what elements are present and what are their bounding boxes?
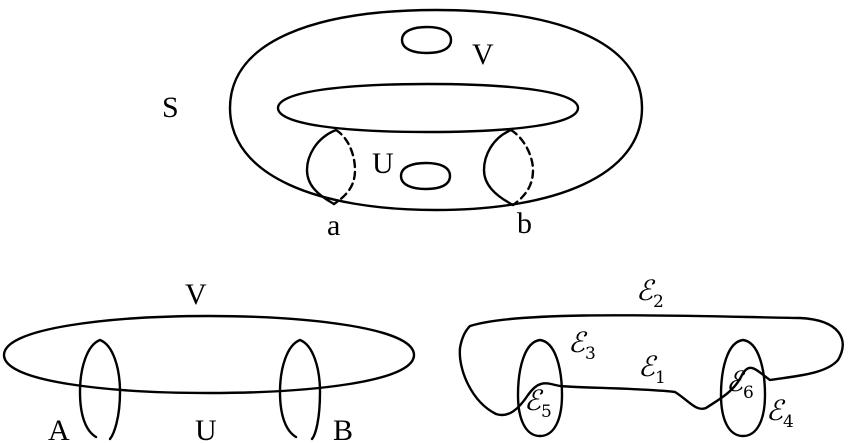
label-E1: ℰ1 <box>638 350 666 388</box>
label-U-top: U <box>372 147 394 180</box>
curve-b-dashed <box>509 128 535 207</box>
label-a: a <box>327 209 340 242</box>
torus-panel: S V U a b <box>162 8 644 242</box>
label-U-bottom: U <box>195 414 217 443</box>
label-V-bottom: V <box>185 278 207 311</box>
cut-panel: V A U B <box>2 278 416 443</box>
label-S: S <box>162 91 179 124</box>
curve-a-dashed <box>332 128 357 206</box>
label-b: b <box>517 207 532 240</box>
cut-ellipse <box>2 314 416 395</box>
torus-outer-boundary <box>228 8 644 212</box>
region-loop-left <box>516 338 564 438</box>
label-E5: ℰ5 <box>524 384 552 422</box>
curve-b-solid <box>482 128 515 207</box>
label-E3: ℰ3 <box>568 326 596 364</box>
handle-small-bottom <box>399 161 452 191</box>
label-V-top: V <box>472 38 494 71</box>
label-E6: ℰ6 <box>726 365 754 403</box>
regions-panel: ℰ2 ℰ3 ℰ1 ℰ5 ℰ6 ℰ4 <box>458 274 844 438</box>
region-loop-right <box>719 338 767 438</box>
label-E2: ℰ2 <box>636 274 664 312</box>
curve-B-loop <box>278 338 322 441</box>
curve-A-loop <box>78 338 122 441</box>
label-A: A <box>48 414 70 443</box>
torus-inner-hole <box>276 82 580 134</box>
region-outer-boundary <box>458 314 844 417</box>
label-E4: ℰ4 <box>766 394 794 432</box>
curve-a-solid <box>305 128 338 206</box>
label-B: B <box>333 414 353 443</box>
handle-small-top <box>400 25 453 55</box>
